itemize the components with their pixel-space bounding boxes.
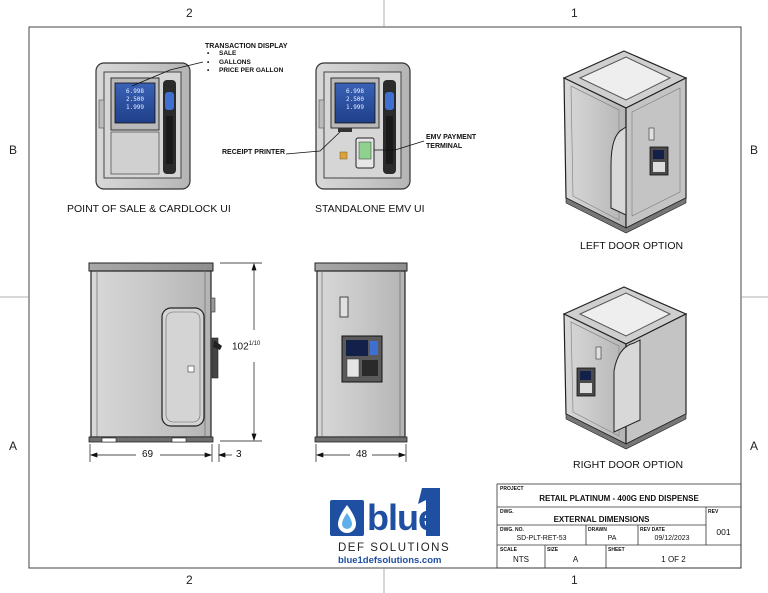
emv-payment-label: EMV PAYMENT xyxy=(426,134,477,141)
dwg-no-value: SD-PLT-RET-53 xyxy=(516,535,567,542)
size-label: SIZE xyxy=(547,547,559,553)
right-door-iso xyxy=(562,286,688,450)
offset-dimension: 3 xyxy=(236,449,242,460)
front-view xyxy=(88,262,222,443)
project-value: RETAIL PLATINUM - 400G END DISPENSE xyxy=(539,494,699,503)
rev-date-label: REV DATE xyxy=(640,527,665,533)
scale-value: NTS xyxy=(513,555,529,564)
logo-mark xyxy=(330,488,440,536)
rev-date-value: 09/12/2023 xyxy=(654,535,690,542)
height-dimension: 1021/10 xyxy=(232,341,260,352)
height-value: 102 xyxy=(232,341,249,353)
emv-ui-view xyxy=(285,62,425,190)
transaction-display-label: TRANSACTION DISPLAY xyxy=(205,43,288,50)
rev-label: REV xyxy=(708,509,719,515)
emv-terminal-label: TERMINAL xyxy=(426,143,463,150)
dwg-label: DWG. xyxy=(500,509,514,515)
width-dimension: 69 xyxy=(142,449,154,460)
list-item: GALLONS xyxy=(205,59,288,68)
zone-left-b: B xyxy=(9,143,18,157)
side-view xyxy=(314,262,408,443)
zone-top-2: 2 xyxy=(186,6,193,20)
title-block-grid xyxy=(496,483,742,569)
emv-screen-readout: 6.998 2.500 1.999 xyxy=(337,88,373,112)
dwg-no-label: DWG. NO. xyxy=(500,527,524,533)
screen-price-value: 1.999 xyxy=(125,104,145,111)
list-item: PRICE PER GALLON xyxy=(205,67,288,76)
height-fraction: 1/10 xyxy=(248,341,261,347)
project-label: PROJECT xyxy=(500,486,524,492)
logo-url: blue1defsolutions.com xyxy=(338,555,442,566)
front-dimensions xyxy=(89,262,262,462)
emv-payment-callout: EMV PAYMENT TERMINAL xyxy=(426,133,476,151)
side-dimensions xyxy=(315,444,407,462)
logo-word: blue xyxy=(367,497,438,538)
right-door-title: RIGHT DOOR OPTION xyxy=(573,459,684,471)
zone-bottom-2: 2 xyxy=(186,573,193,587)
drawn-value: PA xyxy=(607,535,617,542)
zone-right-a: A xyxy=(750,439,759,453)
screen-price-value: 1.999 xyxy=(345,104,365,111)
size-value: A xyxy=(572,555,579,564)
zone-top-1: 1 xyxy=(571,6,578,20)
dwg-value: EXTERNAL DIMENSIONS xyxy=(553,515,650,524)
logo-tagline: DEF SOLUTIONS xyxy=(338,542,451,554)
screen-sale-value: 6.998 xyxy=(345,88,365,95)
transaction-display-list: SALE GALLONS PRICE PER GALLON xyxy=(205,50,288,76)
pos-ui-view xyxy=(95,61,204,190)
screen-gallons-value: 2.500 xyxy=(345,96,365,103)
sheet-label: SHEET xyxy=(608,547,625,553)
pos-ui-title: POINT OF SALE & CARDLOCK UI xyxy=(67,203,231,215)
company-logo: blue DEF SOLUTIONS blue1defsolutions.com xyxy=(322,486,452,566)
receipt-printer-label: RECEIPT PRINTER xyxy=(222,149,286,156)
left-door-iso xyxy=(562,50,688,234)
zone-left-a: A xyxy=(9,439,18,453)
zone-bottom-1: 1 xyxy=(571,573,578,587)
drawn-label: DRAWN xyxy=(588,527,607,533)
depth-dimension: 48 xyxy=(356,449,368,460)
left-door-title: LEFT DOOR OPTION xyxy=(580,240,684,252)
emv-ui-title: STANDALONE EMV UI xyxy=(315,203,425,215)
list-item: SALE xyxy=(205,50,288,59)
zone-right-b: B xyxy=(750,143,759,157)
scale-label: SCALE xyxy=(500,547,517,553)
pos-screen-readout: 6.998 2.500 1.999 xyxy=(117,88,153,112)
screen-sale-value: 6.998 xyxy=(125,88,145,95)
sheet-value: 1 OF 2 xyxy=(661,555,686,564)
screen-gallons-value: 2.500 xyxy=(125,96,145,103)
transaction-display-callout: TRANSACTION DISPLAY SALE GALLONS PRICE P… xyxy=(205,43,288,76)
drawing-border xyxy=(28,26,742,569)
rev-value: 001 xyxy=(716,527,731,537)
